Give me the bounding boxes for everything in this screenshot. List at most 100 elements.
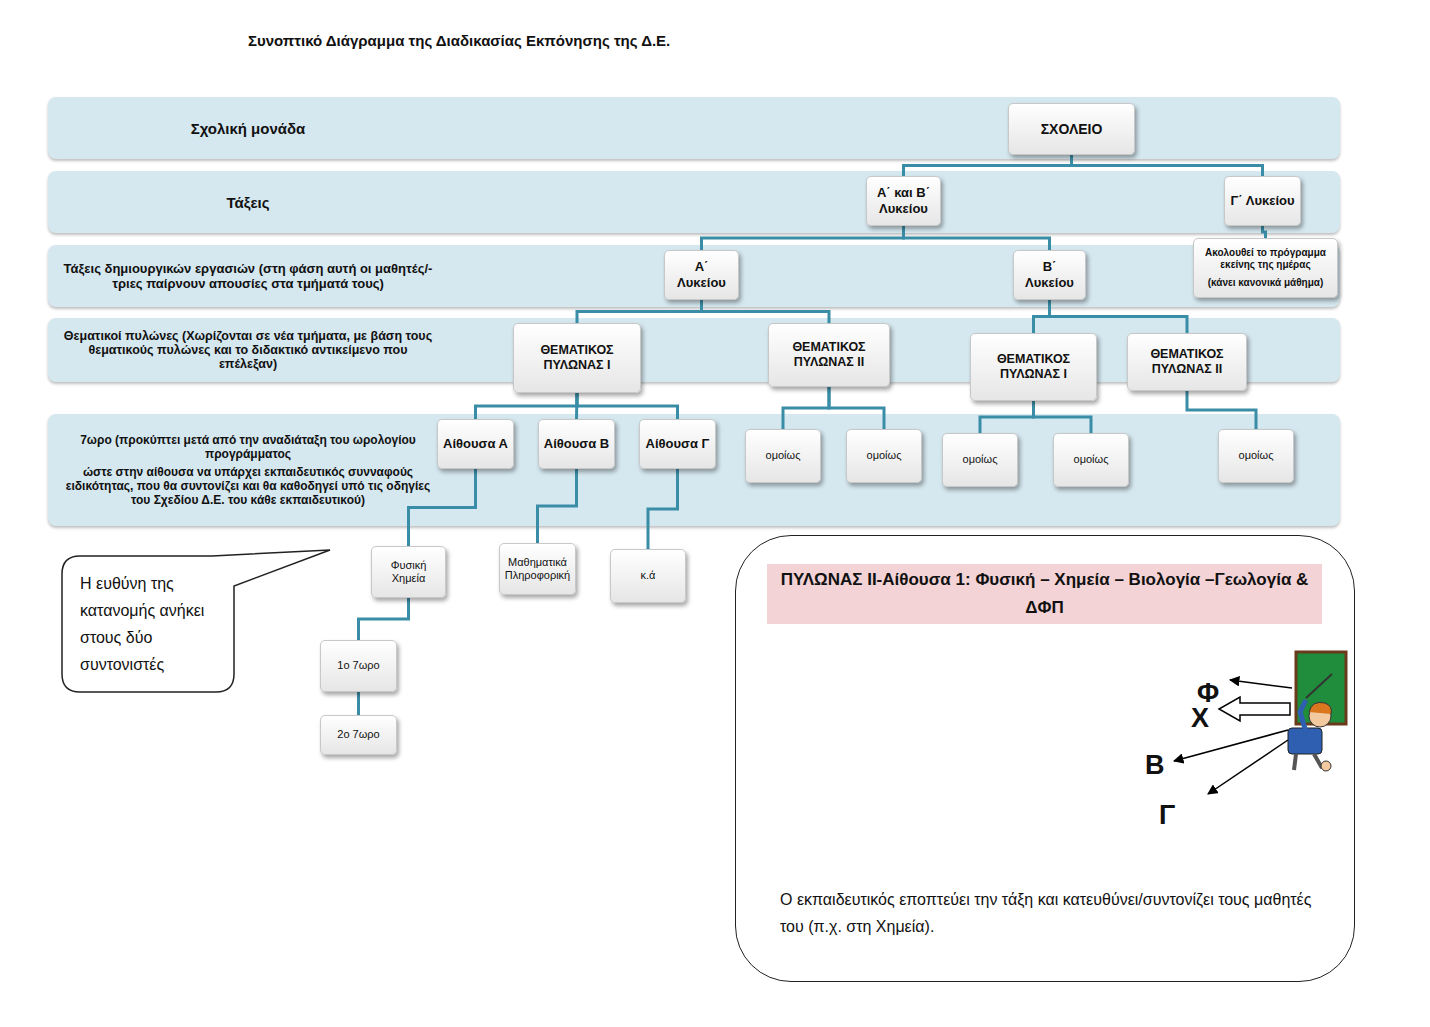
similar-box: ομοίως	[745, 429, 821, 483]
subject-box: Μαθηματικά Πληροφορική	[499, 543, 576, 595]
teacher-hand	[1321, 761, 1331, 771]
text-holder: Σχολική μονάδα	[58, 97, 438, 159]
text-holder: Α΄ και Β΄ Λυκείου	[867, 185, 940, 216]
text-holder: Αίθουσα Α	[438, 436, 513, 452]
level-band: Τάξεις Α΄ και Β΄ Λυκείου Γ΄ Λυκείου	[48, 171, 1340, 233]
node-text: ΘΕΜΑΤΙΚΟΣ ΠΥΛΩΝΑΣ Ι	[975, 352, 1092, 382]
tree-connector	[1034, 401, 1092, 433]
text-holder: ΘΕΜΑΤΙΚΟΣ ΠΥΛΩΝΑΣ Ι	[514, 343, 640, 373]
tree-connector	[476, 393, 578, 419]
tree-connector	[648, 469, 678, 549]
room-box: Αίθουσα Α	[437, 419, 514, 469]
period-box: 1ο 7ωρο	[320, 640, 397, 692]
pillar-box: ΘΕΜΑΤΙΚΟΣ ΠΥΛΩΝΑΣ Ι	[970, 333, 1097, 401]
pointer-stick	[1306, 674, 1332, 698]
node-text: Γ΄ Λυκείου	[1229, 193, 1296, 209]
text-holder: ομοίως	[746, 449, 820, 462]
node-text: ομοίως	[1058, 453, 1124, 466]
note-box: Ακολουθεί το πρόγραμμα εκείνης της ημέρα…	[1193, 238, 1338, 298]
level-band: Τάξεις δημιουργικών εργασιών (στη φάση α…	[48, 245, 1340, 307]
node-text: κ.ά	[615, 569, 681, 582]
similar-box: ομοίως	[846, 429, 922, 483]
subject-box: Φυσική Χημεία	[371, 546, 446, 598]
tree-connector	[577, 393, 678, 419]
node-text: Αίθουσα Β	[543, 436, 610, 452]
tree-connector	[409, 469, 476, 546]
text-holder: Τάξεις δημιουργικών εργασιών (στη φάση α…	[58, 245, 438, 307]
tree-connector	[904, 226, 1050, 250]
teacher-legs	[1294, 754, 1322, 770]
pointing-arrow	[1174, 730, 1288, 761]
letter-label: Φ	[1197, 680, 1219, 707]
period-box: 2ο 7ωρο	[320, 715, 397, 755]
tree-connector	[904, 155, 1072, 176]
class-box: Α΄ και Β΄ Λυκείου	[866, 176, 941, 226]
band-label: ώστε στην αίθουσα να υπάρχει εκπαιδευτικ…	[58, 465, 438, 507]
text-holder: Αίθουσα Β	[539, 436, 614, 452]
letter-label: Β	[1145, 752, 1165, 779]
pointing-arrow	[1230, 680, 1292, 688]
text-holder: Μαθηματικά Πληροφορική	[500, 556, 575, 582]
text-holder: Η ευθύνη της κατανομής ανήκει στους δύο …	[62, 556, 230, 688]
school-box: ΣΧΟΛΕΙΟ	[1008, 103, 1135, 155]
similar-box: ομοίως	[1218, 429, 1294, 483]
tree-connector	[577, 300, 702, 323]
level-band: 7ωρο (προκύπτει μετά από την αναδιάταξη …	[48, 414, 1340, 526]
node-text: ομοίως	[851, 449, 917, 462]
bubble-path	[62, 550, 330, 692]
panel-body: Ο εκπαιδευτικός εποπτεύει την τάξη και κ…	[780, 886, 1330, 940]
tree-connector	[1034, 300, 1050, 333]
text-holder: ΣΧΟΛΕΙΟ	[1009, 121, 1134, 138]
tree-connector	[357, 692, 360, 715]
tree-connector	[359, 598, 409, 640]
hollow-arrow	[1219, 697, 1290, 721]
band-label: 7ωρο (προκύπτει μετά από την αναδιάταξη …	[58, 433, 438, 461]
text-holder: Θεματικοί πυλώνες (Χωρίζονται σε νέα τμή…	[58, 318, 438, 382]
letter-label: Χ	[1191, 705, 1209, 732]
tree-connector	[702, 226, 904, 250]
subject-box: κ.ά	[610, 549, 686, 603]
node-text: 2ο 7ωρο	[325, 728, 392, 741]
level-band: Θεματικοί πυλώνες (Χωρίζονται σε νέα τμή…	[48, 318, 1340, 382]
node-text: ομοίως	[947, 453, 1013, 466]
node-text: Φυσική Χημεία	[376, 559, 441, 585]
pillar-box: ΘΕΜΑΤΙΚΟΣ ΠΥΛΩΝΑΣ ΙΙ	[1127, 333, 1247, 391]
band-label: Σχολική μονάδα	[191, 120, 306, 137]
room-box: Αίθουσα Γ	[639, 419, 716, 469]
node-text: ΣΧΟΛΕΙΟ	[1013, 121, 1130, 138]
text-holder: Φυσική Χημεία	[372, 559, 445, 585]
text-holder: 2ο 7ωρο	[321, 728, 396, 741]
tree-connector	[829, 387, 884, 429]
text-holder: ομοίως	[943, 453, 1017, 466]
band-label: Τάξεις	[226, 194, 269, 211]
teacher-hair	[1309, 702, 1331, 714]
node-text: Αίθουσα Γ	[644, 436, 711, 452]
pointing-arrow	[1208, 740, 1288, 794]
room-box: Αίθουσα Β	[538, 419, 615, 469]
node-text: ΘΕΜΑΤΙΚΟΣ ΠΥΛΩΝΑΣ ΙΙ	[1132, 347, 1242, 377]
node-text: ΘΕΜΑΤΙΚΟΣ ΠΥΛΩΝΑΣ ΙΙ	[773, 340, 885, 370]
tree-connector	[1187, 391, 1256, 429]
diagram-title: Συνοπτικό Διάγραμμα της Διαδικασίας Εκπό…	[248, 32, 670, 49]
tree-connector	[1050, 300, 1188, 333]
node-text: ΘΕΜΑΤΙΚΟΣ ΠΥΛΩΝΑΣ Ι	[518, 343, 636, 373]
tree-connector	[980, 401, 1034, 433]
band-label: Τάξεις δημιουργικών εργασιών (στη φάση α…	[58, 261, 438, 291]
text-holder: ομοίως	[1054, 453, 1128, 466]
tree-connector	[1263, 226, 1266, 238]
pillar-box: ΘΕΜΑΤΙΚΟΣ ΠΥΛΩΝΑΣ Ι	[513, 323, 641, 393]
node-text: Ακολουθεί το πρόγραμμα εκείνης της ημέρα…	[1198, 247, 1333, 271]
similar-box: ομοίως	[1053, 433, 1129, 487]
panel-heading: ΠΥΛΩΝΑΣ ΙΙ-Αίθουσα 1: Φυσική – Χημεία – …	[767, 564, 1322, 624]
teacher-arm	[1300, 700, 1306, 732]
tree-connector	[575, 393, 579, 419]
node-text: Α΄ Λυκείου	[669, 259, 734, 290]
letter-label: Γ	[1159, 802, 1175, 829]
text-holder: ομοίως	[1219, 449, 1293, 462]
text-holder: 1ο 7ωρο	[321, 659, 396, 672]
node-text: ομοίως	[1223, 449, 1289, 462]
text-holder: 7ωρο (προκύπτει μετά από την αναδιάταξη …	[58, 414, 438, 526]
